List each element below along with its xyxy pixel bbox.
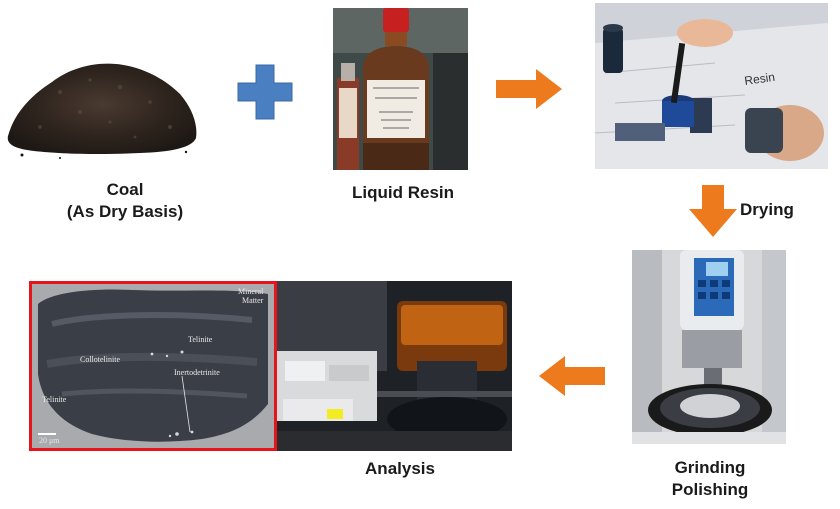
micro-label-inertodetrinite: Inertodetrinite bbox=[174, 368, 220, 377]
micro-label-mineral-line2: Matter bbox=[242, 296, 264, 305]
grinding-label-line2: Polishing bbox=[671, 480, 749, 499]
resin-photo bbox=[333, 8, 468, 170]
micro-label-telinite-top: Telinite bbox=[188, 335, 213, 344]
svg-text:Resin: Resin bbox=[743, 70, 775, 88]
micro-label-collotelinite: Collotelinite bbox=[80, 355, 120, 364]
microscope-photo bbox=[277, 281, 512, 451]
coal-label: Coal (As Dry Basis) bbox=[45, 179, 205, 223]
micrograph-image: Mineral Matter Telinite Collotelinite In… bbox=[29, 281, 277, 451]
plus-icon bbox=[236, 63, 294, 121]
grinding-photo bbox=[632, 250, 786, 444]
micro-label-mineral-line1: Mineral bbox=[238, 287, 264, 296]
grinding-label: Grinding Polishing bbox=[630, 457, 790, 501]
coal-label-line2: (As Dry Basis) bbox=[66, 202, 184, 221]
grinding-label-line1: Grinding bbox=[674, 458, 746, 477]
coal-label-line1: Coal bbox=[106, 180, 144, 199]
micro-scale-bar: 20 μm bbox=[39, 436, 60, 445]
resin-label: Liquid Resin bbox=[352, 183, 454, 202]
arrow-left-icon bbox=[539, 356, 605, 396]
mixing-photo: Resin bbox=[595, 3, 828, 169]
micro-label-telinite-left: Telinite bbox=[42, 395, 67, 404]
micro-label-mineral: Mineral Matter bbox=[238, 287, 263, 305]
analysis-label: Analysis bbox=[365, 459, 435, 478]
arrow-right-icon bbox=[496, 69, 562, 109]
drying-label: Drying bbox=[740, 200, 794, 219]
arrow-down-icon bbox=[689, 185, 737, 237]
coal-photo bbox=[0, 52, 205, 162]
